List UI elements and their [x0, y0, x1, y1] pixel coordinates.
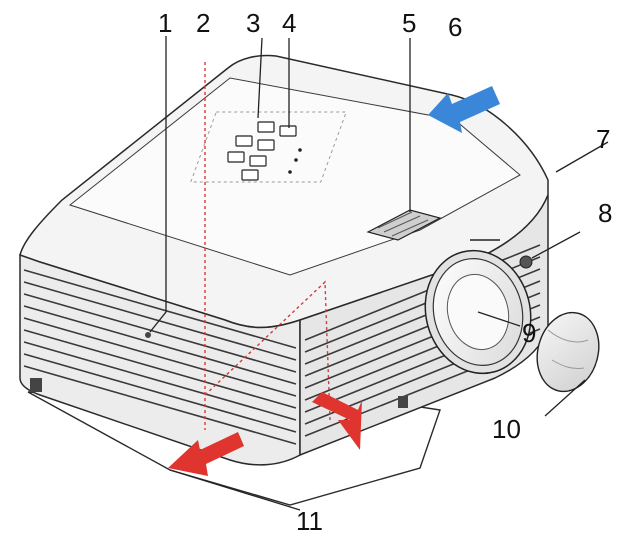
- callout-8: 8: [598, 198, 612, 228]
- exhaust-dashes: [204, 62, 331, 430]
- control-button: [235, 135, 253, 147]
- front-sensor: [145, 332, 151, 338]
- control-panel-outline: [190, 111, 347, 183]
- feet: [30, 378, 408, 408]
- airflow-in-arrow: [428, 86, 500, 133]
- front-vents: [23, 269, 297, 445]
- callout-3: 3: [246, 8, 260, 38]
- callout-1: 1: [158, 8, 172, 38]
- lens-cap-shape: [536, 311, 600, 393]
- callout-leads: [149, 36, 609, 511]
- control-button: [227, 151, 245, 163]
- exhaust-arrow-right-icon: [312, 392, 362, 450]
- callout-10: 10: [492, 414, 521, 444]
- callout-11: 11: [296, 506, 323, 536]
- control-button: [241, 169, 259, 181]
- callout-9: 9: [522, 318, 536, 348]
- zoom-ring-slot: [366, 209, 442, 241]
- foot-right: [398, 396, 408, 408]
- control-button: [257, 139, 275, 151]
- control-panel: [190, 111, 347, 183]
- airflow-out-arrows: [168, 392, 362, 476]
- indicator-led: [288, 170, 292, 174]
- indicator-led: [294, 158, 298, 162]
- intake-arrow-icon: [428, 86, 500, 133]
- control-button: [279, 125, 297, 137]
- callout-5: 5: [402, 8, 416, 38]
- lens-cap: [536, 311, 600, 393]
- foot-left: [30, 378, 42, 392]
- callout-2: 2: [196, 8, 210, 38]
- callout-6: 6: [448, 12, 462, 42]
- callout-4: 4: [282, 8, 296, 38]
- indicator-led: [298, 148, 302, 152]
- control-button: [249, 155, 267, 167]
- control-button: [257, 121, 275, 133]
- callout-labels: 1 2 3 4 5 6 7 8 9 10 11: [158, 8, 612, 536]
- indicator-leds: [288, 148, 302, 174]
- callout-7: 7: [596, 124, 610, 154]
- ir-receiver: [519, 255, 533, 269]
- control-buttons: [227, 121, 297, 181]
- exhaust-arrow-left-icon: [168, 432, 244, 476]
